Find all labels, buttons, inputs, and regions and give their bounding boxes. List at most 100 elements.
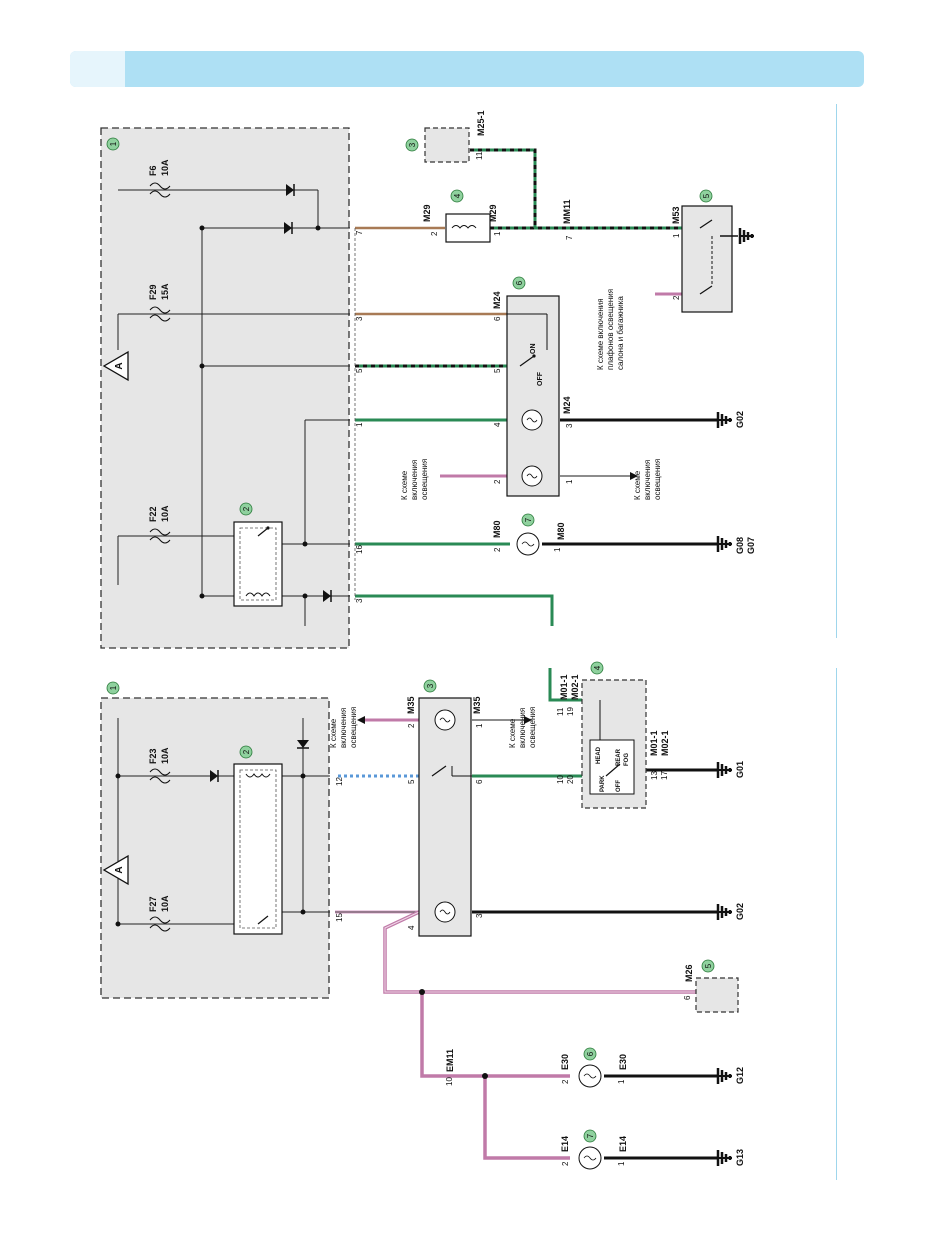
svg-text:F27: F27 xyxy=(148,896,158,912)
svg-text:2: 2 xyxy=(672,295,681,300)
svg-text:2: 2 xyxy=(561,1079,570,1084)
svg-text:E14: E14 xyxy=(560,1136,570,1152)
svg-text:M24: M24 xyxy=(562,396,572,414)
svg-text:1: 1 xyxy=(617,1079,626,1084)
svg-text:7: 7 xyxy=(565,235,574,240)
svg-text:20: 20 xyxy=(566,775,575,784)
svg-text:К схеме: К схеме xyxy=(400,470,409,500)
svg-text:2: 2 xyxy=(242,749,251,754)
page-header-bar xyxy=(70,51,864,87)
svg-text:3: 3 xyxy=(426,683,435,688)
top-m25-box xyxy=(424,127,470,163)
svg-text:OFF: OFF xyxy=(537,371,544,386)
svg-text:15: 15 xyxy=(335,913,344,922)
svg-text:6: 6 xyxy=(475,779,484,784)
svg-text:M35: M35 xyxy=(406,696,416,714)
svg-text:OFF: OFF xyxy=(616,780,622,792)
svg-text:E30: E30 xyxy=(618,1054,628,1070)
svg-text:1: 1 xyxy=(493,231,502,236)
svg-text:2: 2 xyxy=(242,506,251,511)
bottom-light-switch xyxy=(418,697,472,937)
svg-text:16: 16 xyxy=(355,545,364,554)
svg-text:19: 19 xyxy=(566,707,575,716)
svg-text:освещения: освещения xyxy=(528,707,537,748)
svg-text:M35: M35 xyxy=(472,696,482,714)
svg-text:6: 6 xyxy=(515,280,524,285)
svg-text:13: 13 xyxy=(650,771,659,780)
top-light-switch xyxy=(506,295,560,497)
svg-text:E14: E14 xyxy=(618,1136,628,1152)
svg-text:G13: G13 xyxy=(735,1149,745,1166)
svg-text:M01-1: M01-1 xyxy=(559,674,569,700)
svg-text:6: 6 xyxy=(683,995,692,1000)
svg-text:F23: F23 xyxy=(148,748,158,764)
svg-text:1: 1 xyxy=(475,723,484,728)
svg-text:F22: F22 xyxy=(148,506,158,522)
svg-text:10: 10 xyxy=(445,1077,454,1086)
svg-text:включения: включения xyxy=(339,708,348,748)
svg-text:5: 5 xyxy=(704,963,713,968)
svg-text:К схеме: К схеме xyxy=(508,718,517,748)
svg-text:5: 5 xyxy=(407,779,416,784)
svg-text:1: 1 xyxy=(672,233,681,238)
svg-text:К схеме: К схеме xyxy=(329,718,338,748)
svg-text:2: 2 xyxy=(493,547,502,552)
svg-text:2: 2 xyxy=(493,479,502,484)
svg-text:15A: 15A xyxy=(160,283,170,300)
svg-text:M53: M53 xyxy=(671,206,681,224)
svg-text:2: 2 xyxy=(430,231,439,236)
svg-text:10A: 10A xyxy=(160,895,170,912)
svg-text:7: 7 xyxy=(586,1133,595,1138)
svg-text:M29: M29 xyxy=(488,204,498,222)
svg-text:3: 3 xyxy=(355,598,364,603)
bottom-labels: F23 10A F27 10A 12 15 M35 2 M35 1 5 6 4 … xyxy=(148,674,745,1166)
bottom-diagram: A xyxy=(100,661,745,1170)
svg-text:10: 10 xyxy=(556,775,565,784)
svg-text:1: 1 xyxy=(617,1161,626,1166)
svg-text:MM11: MM11 xyxy=(562,199,572,224)
svg-text:10A: 10A xyxy=(160,505,170,522)
svg-text:PARK: PARK xyxy=(600,775,606,792)
svg-text:11: 11 xyxy=(475,151,484,160)
svg-text:3: 3 xyxy=(565,423,574,428)
bottom-markers: 1 2 3 4 5 6 7 xyxy=(106,661,715,1143)
svg-text:освещения: освещения xyxy=(420,459,429,500)
header-tab xyxy=(70,51,125,87)
svg-text:M29: M29 xyxy=(422,204,432,222)
svg-text:4: 4 xyxy=(407,925,416,930)
svg-text:F29: F29 xyxy=(148,284,158,300)
svg-text:G02: G02 xyxy=(735,903,745,920)
top-diagram: A xyxy=(100,110,756,649)
top-labels: F6 10A F29 15A F22 10A 7 3 5 1 16 3 2 M2… xyxy=(148,110,756,603)
svg-text:4: 4 xyxy=(593,665,602,670)
svg-text:2: 2 xyxy=(407,723,416,728)
svg-text:M80: M80 xyxy=(556,522,566,540)
bottom-m26-box xyxy=(695,977,739,1013)
svg-text:G07: G07 xyxy=(746,537,756,554)
svg-text:7: 7 xyxy=(524,517,533,522)
top-door-switch xyxy=(681,205,733,313)
svg-text:M02-1: M02-1 xyxy=(660,730,670,756)
svg-text:F6: F6 xyxy=(148,165,158,176)
svg-text:К схеме: К схеме xyxy=(633,470,642,500)
svg-text:5: 5 xyxy=(355,368,364,373)
svg-text:1: 1 xyxy=(565,479,574,484)
bottom-relay xyxy=(233,763,283,935)
svg-text:4: 4 xyxy=(453,193,462,198)
svg-text:G08: G08 xyxy=(735,537,745,554)
svg-text:6: 6 xyxy=(493,316,502,321)
svg-text:плафонов освещения: плафонов освещения xyxy=(606,289,615,370)
svg-text:1: 1 xyxy=(553,547,562,552)
svg-text:ON: ON xyxy=(530,344,537,355)
svg-text:6: 6 xyxy=(586,1051,595,1056)
svg-text:10A: 10A xyxy=(160,747,170,764)
bottom-triangle-label: A xyxy=(114,866,125,873)
svg-text:M26: M26 xyxy=(684,964,694,982)
svg-text:1: 1 xyxy=(109,141,118,146)
bottom-fuse-box xyxy=(100,697,330,999)
svg-text:1: 1 xyxy=(355,422,364,427)
svg-text:M02-1: M02-1 xyxy=(570,674,580,700)
svg-text:включения: включения xyxy=(410,460,419,500)
svg-text:2: 2 xyxy=(561,1161,570,1166)
